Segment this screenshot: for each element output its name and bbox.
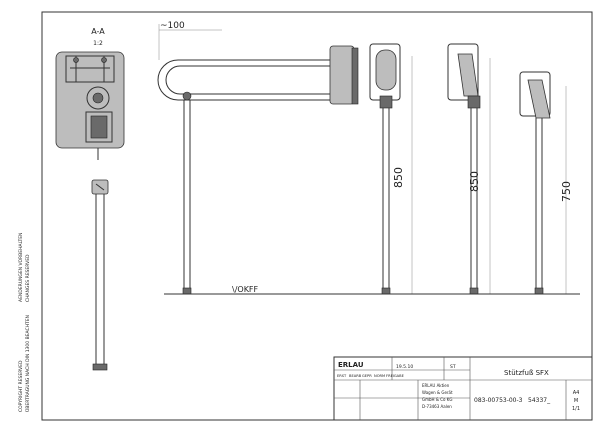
company-line-1: ERLAU Aktien bbox=[422, 383, 450, 388]
drawing-number: 083-00753-00-3 bbox=[474, 397, 523, 404]
wall-mount bbox=[329, 45, 355, 105]
bolt-icon bbox=[73, 57, 79, 63]
mount-frame bbox=[519, 71, 551, 117]
mount-angled-850: 850 bbox=[447, 43, 491, 295]
hinged-rail-assembly bbox=[157, 45, 359, 295]
dimension-projection: ~100 bbox=[158, 21, 222, 60]
label-freigabe: FREIGABE bbox=[386, 374, 405, 378]
label-norm: NORM bbox=[374, 374, 385, 378]
dimension-projection-label: ~100 bbox=[160, 21, 185, 31]
foot-pad bbox=[182, 287, 192, 295]
side-note-4: CHANGES RESERVED bbox=[25, 254, 31, 302]
floor-label: \/OKFF bbox=[232, 285, 259, 294]
angled-rail bbox=[457, 53, 479, 97]
company-line-3: GmbH & Co KG bbox=[422, 397, 452, 402]
floor-line: \/OKFF bbox=[164, 285, 580, 295]
height-label-750: 750 bbox=[560, 181, 573, 202]
mount-lowered-750: 750 bbox=[519, 71, 573, 295]
bolt-icon bbox=[101, 57, 107, 63]
side-note-3: AENDERUNGEN VORBEHALTEN bbox=[18, 233, 24, 302]
company-line-4: D-73463 Aalen bbox=[422, 404, 452, 409]
hinge-circle bbox=[86, 86, 110, 110]
side-notes: COPYRIGHT RESERVED ÜBERTRAGUNG NACH DIN … bbox=[18, 233, 31, 412]
foot-pad bbox=[534, 287, 544, 295]
rail-section bbox=[85, 111, 113, 143]
company-logo: ERLAU bbox=[338, 361, 364, 369]
hinge-pin bbox=[92, 92, 104, 104]
hinge-pin bbox=[182, 91, 192, 101]
sheet-format: A4 bbox=[573, 390, 580, 396]
sheet-number: 1/1 bbox=[572, 406, 580, 412]
foot-pad bbox=[469, 287, 479, 295]
foot-pad bbox=[381, 287, 391, 295]
title-block: ERLAU ERST BEARB GEPR NORM FREIGABE 19.5… bbox=[333, 356, 593, 421]
height-label-850-a: 850 bbox=[392, 167, 405, 188]
sheet-border bbox=[41, 11, 593, 421]
section-view-a-a: A-A 1:2 bbox=[55, 27, 125, 160]
label-erst: ERST bbox=[337, 374, 347, 378]
mount-vertical-850: 850 bbox=[369, 43, 413, 295]
side-note-1: COPYRIGHT RESERVED bbox=[18, 360, 24, 412]
company-line-2: Wagen & Gerät bbox=[422, 390, 453, 395]
label-bearb: BEARB bbox=[349, 374, 362, 378]
section-title: A-A bbox=[91, 27, 105, 36]
mount-frame bbox=[447, 43, 479, 101]
section-scale: 1:2 bbox=[93, 40, 103, 47]
drawing-status: ST bbox=[450, 364, 456, 370]
drawing-subnumber: 54337_ bbox=[528, 397, 551, 404]
drawing-date: 19.5.10 bbox=[396, 364, 413, 370]
lowered-rail bbox=[527, 79, 551, 119]
drawing-title: Stützfuß SFX bbox=[504, 369, 549, 377]
support-foot-detail bbox=[91, 179, 109, 371]
side-note-2: ÜBERTRAGUNG NACH DIN 1300 BEACHTEN bbox=[24, 315, 31, 412]
folded-rail bbox=[375, 49, 397, 91]
foot-pad bbox=[92, 363, 108, 371]
plate-bracket bbox=[65, 55, 115, 83]
label-gepr: GEPR bbox=[362, 374, 372, 378]
height-label-850-b: 850 bbox=[468, 171, 481, 192]
sheet-scale: M bbox=[574, 398, 578, 404]
